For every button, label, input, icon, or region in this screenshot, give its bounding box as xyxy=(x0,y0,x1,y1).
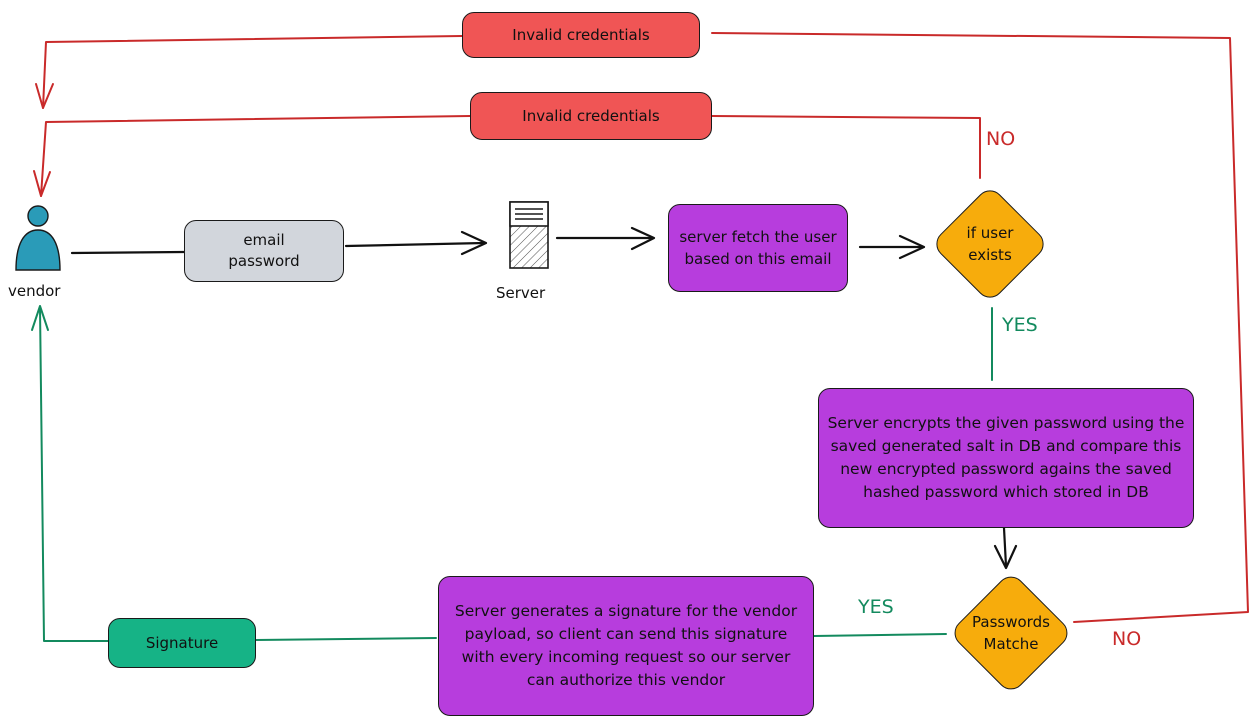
encrypt-compare-box: Server encrypts the given password using… xyxy=(818,388,1194,528)
person-icon xyxy=(15,205,61,271)
fetch-user-box: server fetch the user based on this emai… xyxy=(668,204,848,292)
edge-user-not-exists-loop xyxy=(40,115,981,197)
edge-vendor-to-credentials xyxy=(70,250,186,255)
decision-label: if user exists xyxy=(966,224,1014,264)
generate-signature-box: Server generates a signature for the ven… xyxy=(438,576,814,716)
arrowhead-server xyxy=(460,230,488,256)
edge-signature-to-vendor xyxy=(39,307,109,642)
credentials-box: email password xyxy=(184,220,344,282)
edge-label-no-user: NO xyxy=(986,128,1016,150)
edge-credentials-to-server xyxy=(344,241,486,248)
edge-label-yes-user: YES xyxy=(1002,314,1038,336)
arrowhead-vendor-bottom xyxy=(31,305,49,331)
arrowhead-fetch xyxy=(630,226,656,251)
invalid-credentials-top: Invalid credentials xyxy=(462,12,700,58)
edge-label-yes-match: YES xyxy=(858,596,894,618)
signature-box: Signature xyxy=(108,618,256,668)
arrowhead-exists xyxy=(898,234,926,260)
server-label: Server xyxy=(496,284,546,302)
arrowhead-match xyxy=(993,544,1018,570)
passwords-match-decision: Passwords Matche xyxy=(948,570,1074,696)
invalid-credentials-second: Invalid credentials xyxy=(470,92,712,140)
edge-passwords-no-loop xyxy=(42,32,1249,623)
edge-label-no-match: NO xyxy=(1112,628,1142,650)
arrowhead-vendor-top xyxy=(35,83,54,109)
user-exists-decision: if user exists xyxy=(930,184,1050,304)
edge-encrypt-to-match xyxy=(1002,526,1008,568)
edge-generate-to-signature xyxy=(255,637,437,641)
arrowhead-vendor-second xyxy=(33,170,51,197)
decision-label: Passwords Matche xyxy=(972,613,1050,653)
edge-match-yes xyxy=(813,633,947,637)
vendor-label: vendor xyxy=(8,282,61,300)
server-icon xyxy=(509,201,549,269)
